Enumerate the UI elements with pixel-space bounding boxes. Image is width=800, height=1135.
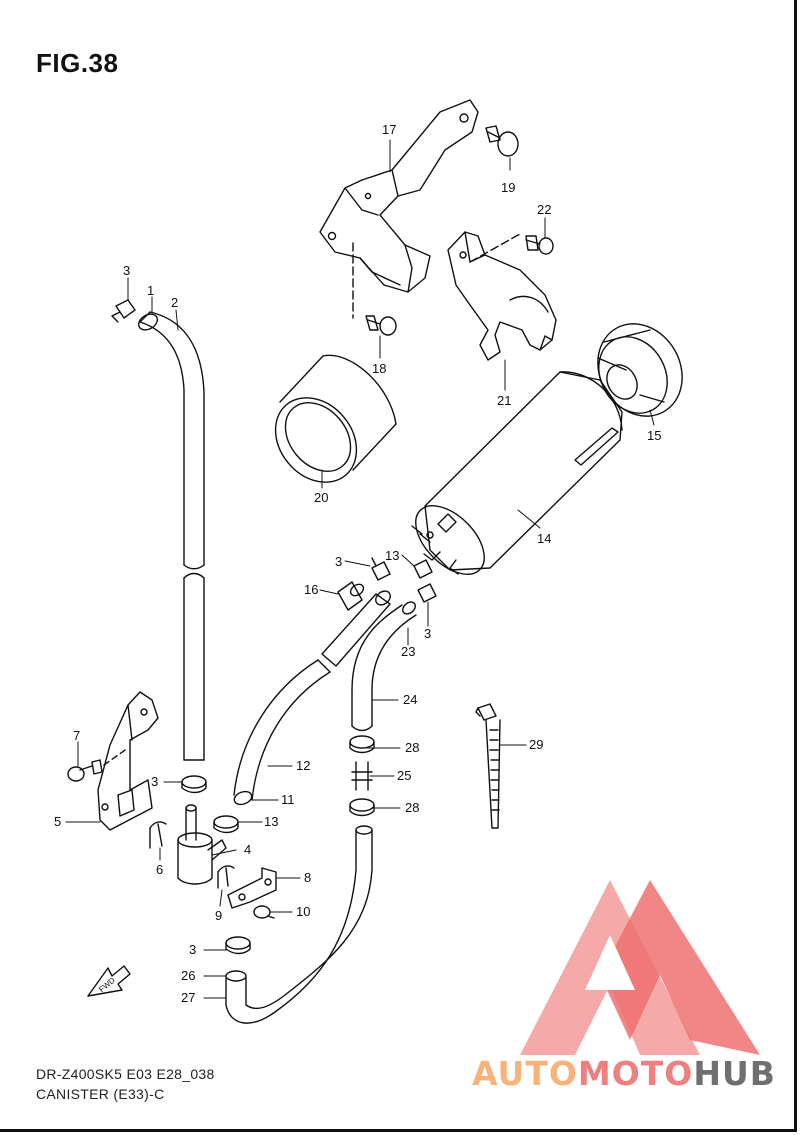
canister-14-icon — [411, 371, 623, 575]
footer-model-code: DR-Z400SK5 E03 E28_038 — [36, 1066, 215, 1082]
hose-23-icon — [351, 601, 417, 691]
callout-2: 2 — [171, 295, 178, 310]
callout-7: 7 — [73, 728, 80, 743]
clamp-3-bottom-icon — [225, 936, 251, 955]
clip-9-icon — [217, 865, 235, 889]
hose-12-icon — [233, 590, 391, 806]
callout-19: 19 — [501, 180, 515, 195]
callout-25: 25 — [397, 768, 411, 783]
clamp-13-lower-icon — [213, 815, 239, 834]
callout-3: 3 — [123, 263, 130, 278]
callout-26: 26 — [181, 968, 195, 983]
fwd-arrow-icon — [87, 965, 131, 997]
callout-14: 14 — [537, 531, 551, 546]
footer-section-name: CANISTER (E33)-C — [36, 1086, 165, 1102]
end-cap-15-icon — [597, 323, 683, 417]
filter-20-icon — [274, 354, 397, 483]
callout-4: 4 — [244, 842, 251, 857]
clamp-28-upper-icon — [349, 735, 375, 754]
callout-3-lower: 3 — [151, 774, 158, 789]
callout-6: 6 — [156, 862, 163, 877]
callout-22: 22 — [537, 202, 551, 217]
callout-1: 1 — [147, 283, 154, 298]
callout-20: 20 — [314, 490, 328, 505]
callout-13-lower: 13 — [264, 814, 278, 829]
callout-9: 9 — [215, 908, 222, 923]
callout-12: 12 — [296, 758, 310, 773]
callout-13-upper: 13 — [385, 548, 399, 563]
bolt-22-icon — [525, 235, 554, 255]
callout-28-upper: 28 — [405, 740, 419, 755]
callout-21: 21 — [497, 393, 511, 408]
callout-24: 24 — [403, 692, 417, 707]
cap-1-icon — [137, 311, 159, 331]
hose-2-icon — [139, 311, 205, 761]
clamp-3-mid-icon — [371, 557, 391, 581]
bolt-19-icon — [485, 125, 519, 157]
watermark-part-hub: HUB — [693, 1054, 776, 1093]
clamp-13-upper-icon — [413, 559, 433, 579]
callout-8: 8 — [304, 870, 311, 885]
callout-3-mid: 3 — [335, 554, 342, 569]
bolt-7-icon — [67, 747, 129, 782]
callout-10: 10 — [296, 904, 310, 919]
connector-25-icon — [351, 761, 373, 791]
callout-23: 23 — [401, 644, 415, 659]
cap-16-icon — [337, 581, 365, 611]
watermark-part-moto: MOTO — [577, 1054, 694, 1093]
callout-17: 17 — [382, 122, 396, 137]
watermark-logo-icon — [520, 880, 760, 1055]
watermark-text: AUTOMOTOHUB — [472, 1054, 776, 1093]
leader-lines — [65, 139, 655, 999]
callout-15: 15 — [647, 428, 661, 443]
callout-3-right: 3 — [424, 626, 431, 641]
figure-title: FIG.38 — [36, 48, 119, 78]
clamp-3-lower-icon — [181, 775, 207, 794]
clamp-3-top-icon — [111, 299, 136, 323]
callout-labels: 3 1 2 17 19 22 18 21 15 20 14 3 13 16 3 … — [54, 122, 661, 1005]
callout-5: 5 — [54, 814, 61, 829]
callout-28-lower: 28 — [405, 800, 419, 815]
joint-4-icon — [177, 804, 227, 885]
cable-tie-29-icon — [475, 703, 501, 829]
callout-29: 29 — [529, 737, 543, 752]
clamp-3-right-icon — [417, 583, 437, 603]
callout-27: 27 — [181, 990, 195, 1005]
callout-16: 16 — [304, 582, 318, 597]
bracket-21-icon — [447, 231, 557, 361]
bracket-17-icon — [319, 99, 479, 293]
clamp-28-lower-icon — [349, 798, 375, 817]
hose-24-icon — [351, 689, 373, 732]
watermark-part-auto: AUTO — [472, 1054, 578, 1093]
callout-18: 18 — [372, 361, 386, 376]
bracket-5-icon — [97, 691, 159, 831]
callout-11: 11 — [281, 792, 295, 807]
clip-6-icon — [149, 821, 167, 849]
callout-3-bottom: 3 — [189, 942, 196, 957]
bolt-18-icon — [352, 242, 397, 336]
clamp-plate-8-icon — [227, 867, 277, 909]
